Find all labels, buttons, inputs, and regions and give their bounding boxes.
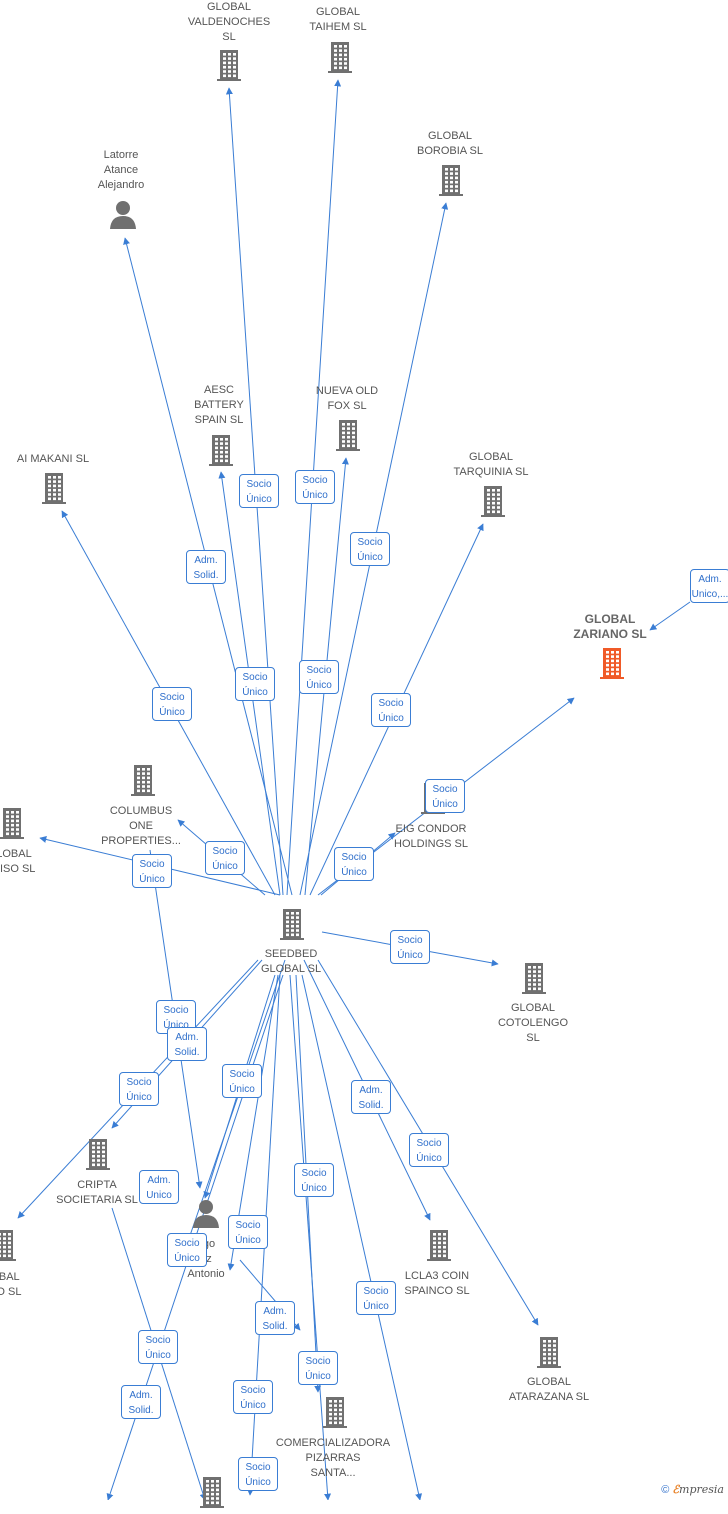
relation-badge[interactable]: Adm. Unico,...: [690, 569, 728, 603]
node-label[interactable]: GLOBAL BOROBIA SL: [416, 130, 484, 157]
node-label[interactable]: GLOBAL VALDENOCHES SL: [187, 1, 271, 43]
relation-badge[interactable]: Adm. Unico: [139, 1170, 179, 1204]
relation-badge[interactable]: Socio Único: [425, 779, 465, 813]
copyright-symbol: ©: [661, 1484, 670, 1496]
building-icon[interactable]: [436, 163, 466, 197]
node-label[interactable]: AI MAKANI SL: [16, 453, 90, 465]
building-icon[interactable]: [39, 471, 69, 505]
node-label[interactable]: NUEVA OLD FOX SL: [315, 385, 379, 412]
edges: [17, 79, 691, 1500]
person-icon[interactable]: [191, 1198, 221, 1228]
relation-badge[interactable]: Socio Único: [238, 1457, 278, 1491]
building-icon[interactable]: [325, 40, 355, 74]
relation-edge: [289, 974, 332, 1500]
node-label[interactable]: GLOBAL TARQUINIA SL: [453, 451, 529, 478]
building-icon[interactable]: [197, 1475, 227, 1509]
node-label[interactable]: CRIPTA SOCIETARIA SL: [56, 1179, 138, 1206]
person-icon[interactable]: [108, 199, 138, 229]
relation-badge[interactable]: Socio Único: [350, 532, 390, 566]
relation-badge[interactable]: Socio Único: [299, 660, 339, 694]
relation-badge[interactable]: Adm. Solid.: [167, 1027, 207, 1061]
relation-badge[interactable]: Socio Único: [119, 1072, 159, 1106]
node-label[interactable]: EIG CONDOR HOLDINGS SL: [394, 823, 468, 850]
building-icon[interactable]: [214, 48, 244, 82]
relation-badge[interactable]: Socio Único: [295, 470, 335, 504]
building-icon[interactable]: [206, 433, 236, 467]
node-label[interactable]: COLUMBUS ONE PROPERTIES...: [101, 805, 181, 847]
building-icon[interactable]: [424, 1228, 454, 1262]
relation-badge[interactable]: Socio Único: [390, 930, 430, 964]
node-label[interactable]: GLOBAL COTOLENGO SL: [497, 1002, 569, 1044]
building-icon[interactable]: [519, 961, 549, 995]
relation-badge[interactable]: Socio Único: [138, 1330, 178, 1364]
relation-badge[interactable]: Socio Único: [222, 1064, 262, 1098]
node-label[interactable]: COMERCIALIZADORA PIZARRAS SANTA...: [275, 1437, 391, 1479]
relation-badge[interactable]: Socio Único: [371, 693, 411, 727]
copyright-notice: © ℰmpresia: [661, 1483, 724, 1496]
building-icon[interactable]: [0, 806, 27, 840]
relation-badge[interactable]: Socio Único: [228, 1215, 268, 1249]
building-icon[interactable]: [83, 1137, 113, 1171]
building-icon[interactable]: [534, 1335, 564, 1369]
building-icon[interactable]: [478, 484, 508, 518]
relation-badge[interactable]: Socio Único: [235, 667, 275, 701]
node-label[interactable]: LCLA3 COIN SPAINCO SL: [404, 1270, 470, 1297]
relation-badge[interactable]: Socio Único: [233, 1380, 273, 1414]
node-label[interactable]: SEEDBED GLOBAL SL: [260, 948, 322, 975]
node-label[interactable]: GLOBAL TAIHEM SL: [309, 6, 367, 33]
building-icon[interactable]: [128, 763, 158, 797]
relation-badge[interactable]: Socio Único: [334, 847, 374, 881]
node-label[interactable]: GLOBAL ATARAZANA SL: [508, 1376, 590, 1403]
node-label[interactable]: GLOBAL ZARIANO SL: [573, 612, 647, 641]
relation-badge[interactable]: Socio Único: [409, 1133, 449, 1167]
relation-badge[interactable]: Socio Único: [239, 474, 279, 508]
building-icon[interactable]: [0, 1228, 19, 1262]
relation-badge[interactable]: Adm. Solid.: [351, 1080, 391, 1114]
relation-badge[interactable]: Socio Único: [298, 1351, 338, 1385]
brand-logo: ℰmpresia: [672, 1483, 724, 1496]
node-label[interactable]: OBAL NO SL: [0, 1271, 22, 1298]
node-label[interactable]: Latorre Atance Alejandro: [97, 149, 145, 191]
relation-badge[interactable]: Adm. Solid.: [186, 550, 226, 584]
relation-badge[interactable]: Adm. Solid.: [121, 1385, 161, 1419]
node-label[interactable]: AESC BATTERY SPAIN SL: [194, 384, 244, 426]
relation-badge[interactable]: Socio Único: [205, 841, 245, 875]
building-icon[interactable]: [277, 907, 307, 941]
relation-badge[interactable]: Socio Único: [294, 1163, 334, 1197]
relation-badge[interactable]: Socio Único: [356, 1281, 396, 1315]
relation-edge: [649, 601, 691, 631]
relation-badge[interactable]: Adm. Solid.: [255, 1301, 295, 1335]
building-icon[interactable]: [597, 646, 627, 680]
node-label[interactable]: LOBAL VISO SL: [0, 848, 36, 875]
building-icon[interactable]: [320, 1395, 350, 1429]
relation-badge[interactable]: Socio Único: [132, 854, 172, 888]
relation-badge[interactable]: Socio Único: [167, 1233, 207, 1267]
building-icon[interactable]: [333, 418, 363, 452]
relation-badge[interactable]: Socio Único: [152, 687, 192, 721]
relation-edge: [301, 974, 423, 1500]
